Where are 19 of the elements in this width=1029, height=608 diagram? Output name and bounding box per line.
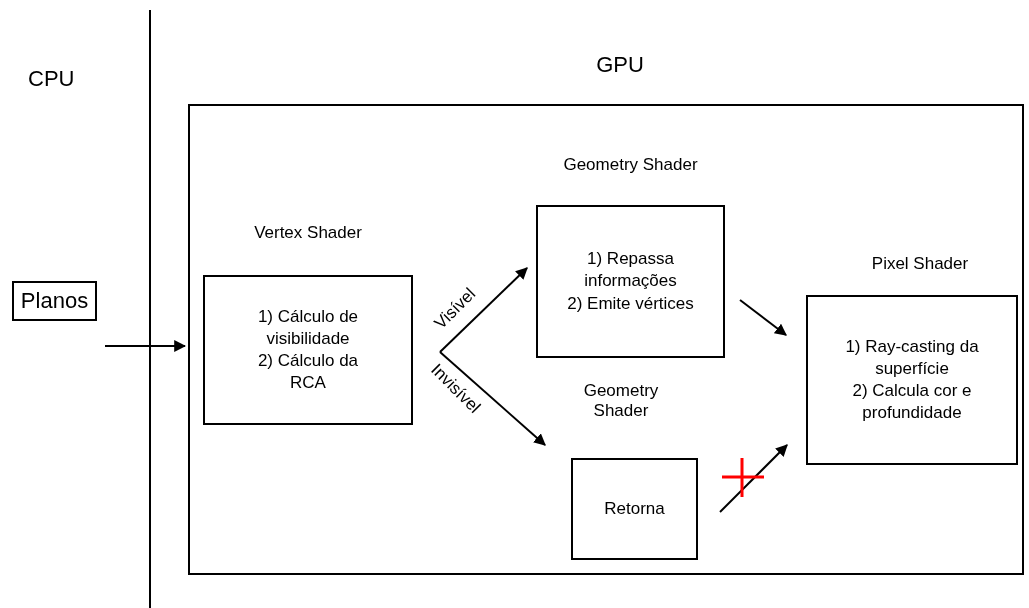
input-label: Planos	[20, 286, 89, 315]
stage-title: Geometry Shader	[563, 154, 698, 176]
stage-title: Pixel Shader	[871, 253, 969, 275]
arrow	[439, 351, 546, 446]
side-label: CPU	[28, 68, 75, 90]
arrow	[719, 444, 788, 513]
step-text: 1) Ray-casting da superfície	[844, 335, 980, 380]
section-title: GPU	[596, 51, 644, 79]
arrow	[439, 267, 528, 353]
step-text: 1) Repassa informações	[583, 248, 678, 293]
step-text: 1) Cálculo de visibilidade	[256, 305, 360, 350]
step-text: Retorna	[604, 497, 665, 520]
step-text: 2) Emite vértices	[567, 292, 694, 315]
stage-title: Vertex Shader	[254, 222, 362, 244]
stage-title: Geometry Shader	[582, 380, 660, 422]
arrow	[739, 299, 787, 336]
step-text: 2) Calcula cor e profundidade	[851, 380, 973, 425]
step-text: 2) Cálculo da RCA	[256, 350, 360, 395]
arrow	[104, 340, 187, 352]
